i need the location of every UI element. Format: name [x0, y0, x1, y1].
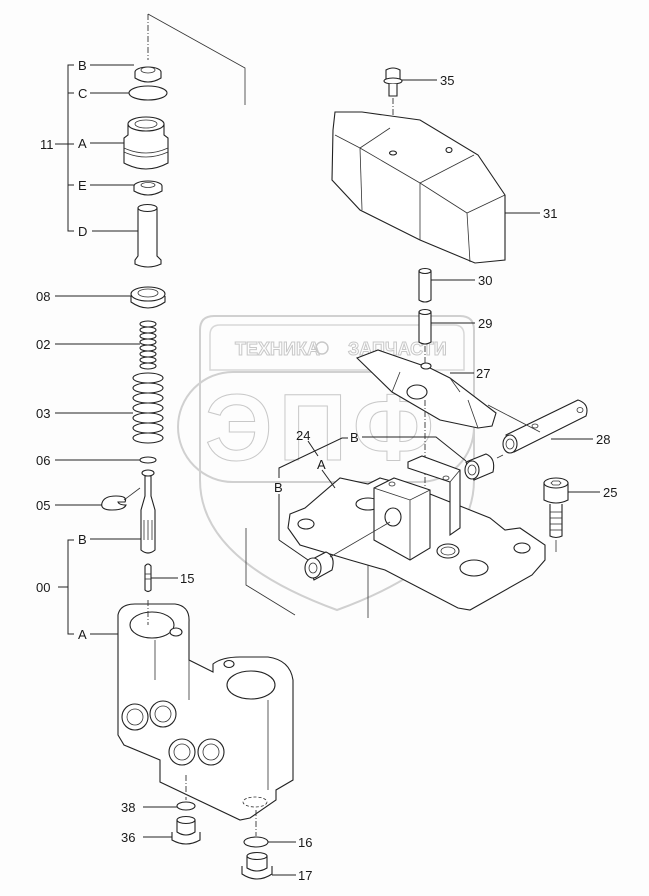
callout-11-A: A: [78, 136, 87, 151]
watermark-text-left: ТЕХНИКА: [235, 339, 320, 359]
part-25-cap-screw: [543, 477, 569, 539]
part-02-inner-spring: [139, 320, 157, 370]
callout-38: 38: [121, 800, 135, 815]
part-11A-bushing: [123, 116, 169, 170]
callout-28: 28: [596, 432, 610, 447]
part-17-plug: [241, 851, 273, 880]
part-11B-seal: [134, 66, 162, 83]
callout-00-A: A: [78, 627, 87, 642]
part-31-cover: [331, 111, 506, 264]
part-30-pin: [418, 267, 432, 303]
part-36-plug: [171, 815, 201, 845]
part-11D-plunger: [134, 203, 162, 268]
port-1: [121, 703, 149, 731]
part-29-sleeve: [418, 308, 432, 345]
callout-06: 06: [36, 453, 50, 468]
part-24-block-left: [373, 477, 431, 561]
callout-24-A: A: [317, 457, 326, 472]
callout-00-B: B: [78, 532, 87, 547]
callout-11-C: C: [78, 86, 87, 101]
callout-11-B: B: [78, 58, 87, 73]
callout-35: 35: [440, 73, 454, 88]
part-06-washer: [139, 456, 157, 464]
callout-24: 24: [296, 428, 310, 443]
part-24-bushing-left: [304, 551, 334, 581]
port-2: [149, 700, 177, 728]
part-00A-valve-body: [117, 603, 294, 821]
part-05-clip: [101, 495, 127, 511]
part-24-block-right: [407, 455, 461, 537]
part-28-shaft: [502, 399, 588, 454]
part-03-outer-spring: [132, 372, 164, 444]
part-35-bolt: [383, 67, 403, 97]
group-00-bracket: [58, 538, 141, 635]
part-27-lever: [355, 349, 497, 429]
callout-11: 11: [40, 137, 54, 152]
part-38-oring: [176, 801, 196, 811]
callout-17: 17: [298, 868, 312, 883]
callout-08: 08: [36, 289, 50, 304]
callout-03: 03: [36, 406, 50, 421]
callout-05: 05: [36, 498, 50, 513]
callout-15: 15: [180, 571, 194, 586]
part-11C-oring: [128, 85, 168, 101]
group-11-bracket: [55, 64, 138, 232]
part-08-spring-seat: [130, 286, 166, 309]
port-4: [197, 738, 225, 766]
callout-11-D: D: [78, 224, 87, 239]
callout-31: 31: [543, 206, 557, 221]
part-16-oring: [243, 836, 269, 848]
callout-29: 29: [478, 316, 492, 331]
callout-24-B-left: B: [274, 480, 283, 495]
callout-11-E: E: [78, 178, 87, 193]
callout-25: 25: [603, 485, 617, 500]
part-00B-spool: [140, 469, 156, 554]
gear-icon: [315, 341, 329, 355]
port-3: [168, 738, 196, 766]
part-15-pin: [144, 563, 152, 593]
callout-24-B-top: B: [350, 430, 359, 445]
part-11E-seal: [133, 180, 163, 196]
callout-02: 02: [36, 337, 50, 352]
part-24-bushing-right: [464, 453, 495, 481]
callout-36: 36: [121, 830, 135, 845]
callout-16: 16: [298, 835, 312, 850]
callout-30: 30: [478, 273, 492, 288]
callout-27: 27: [476, 366, 490, 381]
callout-00: 00: [36, 580, 50, 595]
